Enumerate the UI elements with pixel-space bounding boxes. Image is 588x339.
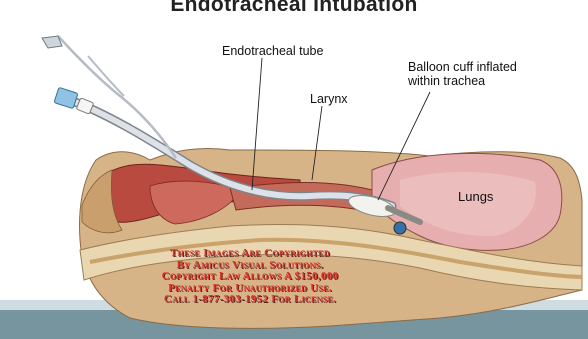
- label-endotracheal-tube: Endotracheal tube: [222, 44, 323, 58]
- tube-tip-opening: [394, 222, 406, 234]
- watermark-line: These Images Are Copyrighted: [120, 248, 380, 260]
- watermark-line: Copyright Law Allows A $150,000: [120, 271, 380, 283]
- watermark-line: Call 1-877-303-1952 For License.: [120, 294, 380, 306]
- label-balloon-cuff-line2: within trachea: [408, 74, 568, 88]
- label-balloon-cuff-line1: Balloon cuff inflated: [408, 60, 568, 74]
- tube-connector: [54, 87, 78, 108]
- copyright-watermark: These Images Are Copyrighted By Amicus V…: [120, 248, 380, 306]
- label-lungs: Lungs: [458, 190, 493, 204]
- secondary-line: [88, 56, 124, 96]
- label-balloon-cuff: Balloon cuff inflated within trachea: [408, 60, 568, 88]
- pilot-balloon: [42, 36, 62, 48]
- label-larynx: Larynx: [310, 92, 348, 106]
